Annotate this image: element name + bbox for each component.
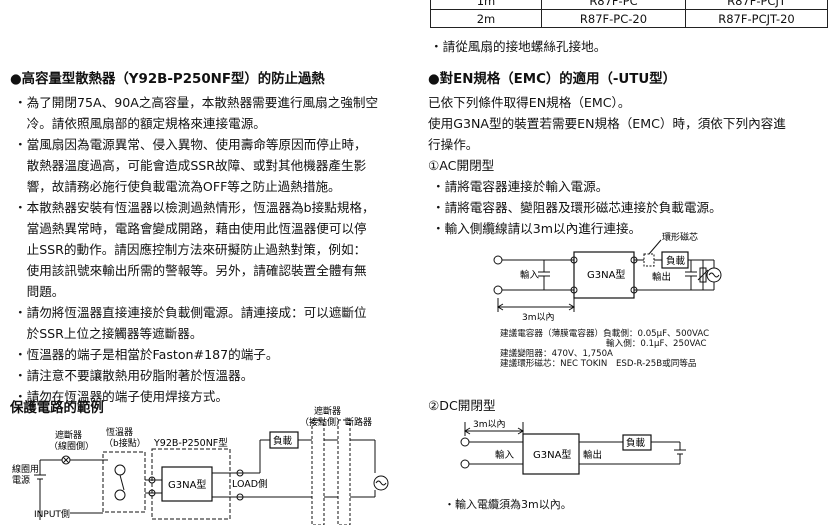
- emc-heading: ●對EN規格（EMC）的適用（-UTU型）: [428, 72, 677, 87]
- fan-ground-note: ・請從風扇的接地螺絲孔接地。: [430, 39, 607, 54]
- emc-intro-line: 行操作。: [428, 137, 479, 152]
- table-cell: 1m: [430, 0, 542, 10]
- heatsink-body: ・為了開閉75A、90A之高容量，本散熱器需要進行風扇之強制空 冷。請依照風扇部…: [14, 92, 378, 407]
- protection-heading: 保護電路的範例: [10, 401, 104, 416]
- body-line: 冷。請依照風扇部的額定規格來連接電源。: [14, 116, 266, 131]
- dc-input-label: 輸入: [495, 449, 515, 461]
- body-line: 當過熱異常時，電路會變成開路，藉由使用此恆溫器便可以停: [14, 221, 367, 236]
- dc-switching-title: ②DC開閉型: [428, 398, 496, 413]
- thermostat-label-2: （b接點）: [104, 437, 146, 449]
- body-line: ・為了開閉75A、90A之高容量，本散熱器需要進行風扇之強制空: [14, 95, 379, 110]
- body-line: 問題。: [14, 284, 65, 299]
- ac-input-label: 輸入: [520, 269, 540, 281]
- body-line: 止SSR的動作。請因應控制方法來研擬防止過熱對策，例如：: [14, 242, 367, 257]
- cable-spec-table: 1m R87F-PC R87F-PCJT 2m R87F-PC-20 R87F-…: [430, 0, 828, 28]
- emc-intro-line: 使用G3NA型的裝置若需要EN規格（EMC）時，須依下列內容進: [428, 116, 786, 131]
- ac-output-label: 輸出: [652, 271, 671, 283]
- ac-switching-title: ①AC開閉型: [428, 158, 495, 173]
- table-cell: R87F-PC-20: [541, 9, 686, 28]
- load-side-label: LOAD側: [232, 478, 268, 490]
- dc-output-label: 輸出: [583, 449, 602, 461]
- note-line: 建議變阻器：470V、1,750A: [500, 349, 613, 359]
- input-side-label: INPUT側: [34, 508, 70, 520]
- body-line: 於SSR上位之接觸器等遮斷器。: [14, 326, 203, 341]
- ferrite-core-label: 環形磁芯: [662, 231, 698, 243]
- body-line: 響，故請務必施行使負載電流為OFF等之防止過熱措施。: [14, 179, 341, 194]
- right-breaker-label-2: （接點側）斷路器: [300, 416, 372, 428]
- body-line: 散熱器溫度過高，可能會造成SSR故障、或對其他機器產生影: [14, 158, 367, 173]
- ac-ssr-label: G3NA型: [587, 268, 625, 281]
- body-line: 使用該訊號來輸出所需的警報等。另外，請確認裝置全體有無: [14, 263, 367, 278]
- ssr-label: G3NA型: [168, 478, 206, 491]
- table-row: 2m R87F-PC-20 R87F-PCJT-20: [430, 9, 828, 28]
- dc-length-label: 3m以內: [473, 419, 506, 430]
- load-label: 負載: [273, 435, 293, 447]
- component-recommendations: 建議電容器（薄膜電容器）負載側：0.05μF、500VAC 輸入側：0.1μF、…: [500, 329, 709, 369]
- note-line: 建議電容器（薄膜電容器）負載側：0.05μF、500VAC: [500, 329, 710, 339]
- note-line: 輸入側：0.1μF、250VAC: [606, 339, 707, 349]
- thermostat-label-1: 恆溫器: [106, 426, 133, 438]
- ac-item: ・請將電容器、變阻器及環形磁芯連接於負載電源。: [432, 200, 722, 215]
- coil-power-label-2: 電源: [12, 475, 30, 486]
- ac-item: ・輸入側纜線請以3m以內進行連接。: [432, 221, 642, 236]
- coil-power-label-1: 線圈用: [12, 463, 39, 475]
- ac-load-label: 負載: [666, 255, 686, 267]
- table-cell: R87F-PC: [541, 0, 686, 10]
- body-line: ・請勿將恆溫器直接連接於負載側電源。請連接成：可以遮斷位: [14, 305, 367, 320]
- emc-body: 已依下列條件取得EN規格（EMC）。 使用G3NA型的裝置若需要EN規格（EMC…: [428, 92, 786, 239]
- table-cell: R87F-PCJT: [685, 0, 828, 10]
- ac-switching-diagram: 環形磁芯 負載 輸入 G3NA型 輸出 3m以內: [493, 231, 722, 322]
- table-row: 1m R87F-PC R87F-PCJT: [430, 0, 828, 10]
- note-line: 建議環形磁芯：NEC TOKIN ESD-R-25B或同等品: [500, 359, 697, 369]
- dc-cable-note: ・輸入電纜須為3m以內。: [444, 498, 572, 511]
- body-line: ・本散熱器安裝有恆溫器以檢測過熱情形，恆溫器為b接點規格，: [14, 200, 375, 215]
- heatsink-heading: ●高容量型散熱器（Y92B-P250NF型）的防止過熱: [10, 72, 325, 87]
- breaker-coil-label-1: 遮斷器: [55, 429, 82, 441]
- dc-ssr-label: G3NA型: [533, 448, 571, 461]
- emc-intro-line: 已依下列條件取得EN規格（EMC）。: [428, 95, 631, 110]
- protection-circuit-diagram: 遮斷器 （線圈側） 恆溫器 （b接點） Y92B-P250NF型 G3NA型 L…: [12, 405, 389, 525]
- heatsink-model-label: Y92B-P250NF型: [153, 438, 228, 449]
- body-line: ・請注意不要讓散熱用矽脂附著於恆溫器。: [14, 368, 254, 383]
- dc-load-label: 負載: [626, 437, 646, 449]
- body-line: ・當風扇因為電源異常、侵入異物、使用壽命等原因而停止時，: [14, 137, 367, 152]
- body-line: ・請勿在恆溫器的端子使用焊接方式。: [14, 389, 229, 404]
- body-line: ・恆溫器的端子是相當於Faston#187的端子。: [14, 347, 279, 362]
- right-breaker-label-1: 遮斷器: [314, 405, 341, 417]
- table-cell: 2m: [430, 9, 542, 28]
- breaker-coil-label-2: （線圈側）: [49, 440, 94, 452]
- table-cell: R87F-PCJT-20: [685, 9, 828, 28]
- ac-item: ・請將電容器連接於輸入電源。: [432, 179, 609, 194]
- dc-switching-diagram: 3m以內 輸入 G3NA型 輸出 負載: [460, 419, 686, 475]
- ac-length-label: 3m以內: [522, 312, 555, 322]
